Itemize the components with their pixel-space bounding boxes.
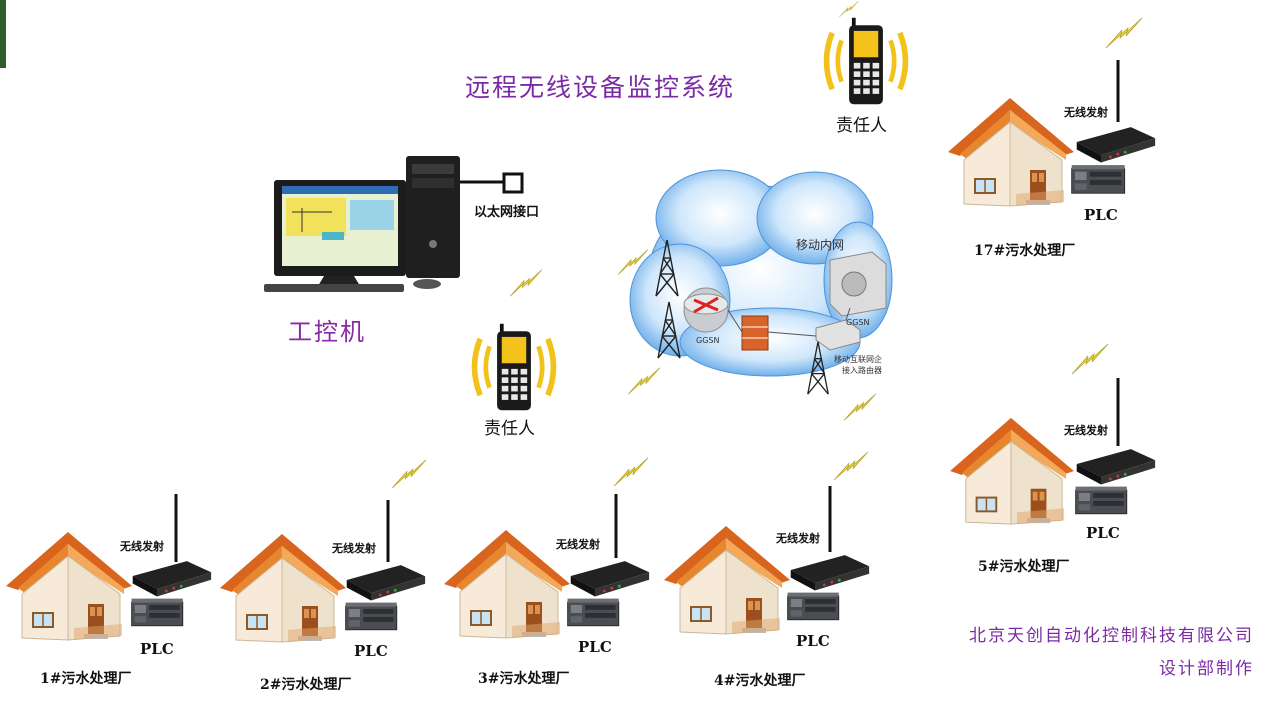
plant-name-label: 3#污水处理厂 — [478, 671, 570, 687]
signal-bolt-icon — [830, 0, 868, 18]
plant-name-label: 17#污水处理厂 — [974, 243, 1076, 259]
sewage-plant-3: 无线发射 PLC 3#污水处理厂 — [438, 486, 658, 687]
wireless-transmitter-label: 无线发射 — [332, 542, 376, 555]
corner-image-fragment — [0, 0, 6, 68]
plc-label: PLC — [1084, 206, 1118, 224]
sewage-plant-2: 无线发射 PLC 2#污水处理厂 — [214, 488, 434, 693]
plant-name-label: 5#污水处理厂 — [978, 559, 1070, 575]
signal-bolt-icon — [832, 450, 870, 482]
signal-bolt-icon — [616, 248, 650, 276]
sewage-plant-4: 无线发射 PLC 4#污水处理厂 — [658, 482, 878, 689]
signal-bolt-icon — [842, 392, 878, 422]
responsible-person-label: 责任人 — [836, 116, 887, 136]
wireless-transmitter-label: 无线发射 — [776, 532, 820, 545]
diagram-title: 远程无线设备监控系统 — [465, 73, 736, 102]
plant-name-label: 2#污水处理厂 — [260, 677, 352, 693]
mobile-intranet-label: 移动内网 — [796, 238, 845, 252]
sewage-plant-17: 无线发射 PLC 17#污水处理厂 — [944, 60, 1164, 259]
sewage-plant-1: 无线发射 PLC 1#污水处理厂 — [0, 488, 220, 687]
ethernet-interface-label: 以太网接口 — [474, 205, 540, 220]
router-label: 移动互联网企 — [834, 355, 882, 364]
plc-label: PLC — [796, 632, 830, 650]
wireless-transmitter-label: 无线发射 — [1064, 106, 1108, 119]
router-label: 接入路由器 — [842, 366, 882, 375]
cell-tower-icon — [654, 300, 684, 360]
wireless-transmitter-label: 无线发射 — [120, 540, 164, 553]
responsible-person-label: 责任人 — [484, 419, 535, 439]
signal-bolt-icon — [626, 366, 662, 396]
mobile-network-cloud — [629, 169, 893, 377]
mobile-phone-icon — [814, 14, 918, 108]
company-name: 北京天创自动化控制科技有限公司 — [969, 626, 1254, 646]
ipc-label: 工控机 — [288, 318, 366, 346]
plc-label: PLC — [140, 640, 174, 658]
cell-tower-icon — [652, 238, 682, 298]
plc-label: PLC — [1086, 524, 1120, 542]
signal-bolt-icon — [1070, 342, 1110, 376]
plc-label: PLC — [578, 638, 612, 656]
cell-tower-icon — [804, 340, 832, 396]
department-credit: 设计部制作 — [1159, 659, 1254, 679]
plc-label: PLC — [354, 642, 388, 660]
signal-bolt-icon — [390, 458, 428, 490]
plant-name-label: 4#污水处理厂 — [714, 673, 806, 689]
wireless-transmitter-label: 无线发射 — [556, 538, 600, 551]
plant-name-label: 1#污水处理厂 — [40, 671, 132, 687]
sewage-plant-5: 无线发射 PLC 5#污水处理厂 — [946, 378, 1166, 575]
industrial-pc-icon — [264, 156, 524, 292]
ggsn-label: GGSN — [846, 318, 870, 327]
signal-bolt-icon — [508, 268, 544, 298]
mobile-phone-icon — [462, 320, 566, 414]
signal-bolt-icon — [612, 456, 650, 488]
wireless-transmitter-label: 无线发射 — [1064, 424, 1108, 437]
signal-bolt-icon — [1104, 16, 1144, 50]
ggsn-label: GGSN — [696, 336, 720, 345]
